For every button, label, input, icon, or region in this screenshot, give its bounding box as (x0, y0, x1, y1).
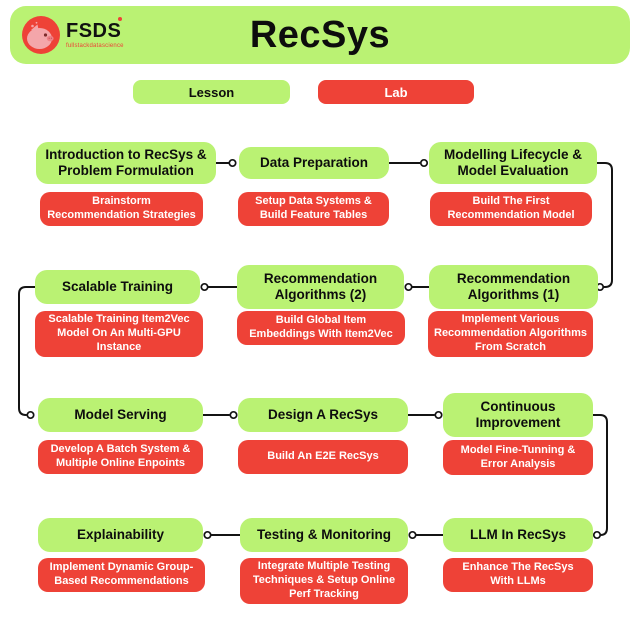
lab-node: Setup Data Systems & Build Feature Table… (238, 192, 389, 226)
connector-endpoint-dot (408, 530, 417, 540)
connector-endpoint-dot (434, 410, 443, 420)
lab-node: Implement Various Recommendation Algorit… (428, 311, 593, 357)
fsds-logo: FSDS fullstackdatascience (22, 16, 124, 54)
lesson-node: Recommendation Algorithms (1) (429, 265, 598, 309)
connector-edge (18, 286, 35, 416)
lab-node: Scalable Training Item2Vec Model On An M… (35, 311, 203, 357)
lab-node: Build An E2E RecSys (238, 440, 408, 474)
connector-endpoint-dot (419, 158, 429, 168)
logo-accent-dot (117, 17, 122, 21)
lesson-node: Model Serving (38, 398, 203, 432)
lab-node: Brainstorm Recommendation Strategies (40, 192, 203, 226)
connector-endpoint-dot (26, 410, 35, 420)
legend-lab-chip: Lab (318, 80, 474, 104)
lab-node: Model Fine-Tunning & Error Analysis (443, 440, 593, 475)
lesson-node: Recommendation Algorithms (2) (237, 265, 404, 309)
header-banner: FSDS fullstackdatascience RecSys (10, 6, 630, 64)
connector-endpoint-dot (203, 530, 212, 540)
lab-node: Build The First Recommendation Model (430, 192, 592, 226)
connector-endpoint-dot (404, 282, 413, 292)
logo-abbr: FSDS (66, 20, 122, 42)
lab-node: Enhance The RecSys With LLMs (443, 558, 593, 592)
lesson-node: Testing & Monitoring (240, 518, 408, 552)
connector-endpoint-dot (200, 282, 209, 292)
lesson-node: LLM In RecSys (443, 518, 593, 552)
pig-logo-icon (22, 16, 60, 54)
legend-lesson-chip: Lesson (133, 80, 290, 104)
connector-edge (597, 162, 613, 288)
lab-node: Implement Dynamic Group-Based Recommenda… (38, 558, 205, 592)
connector-edge (593, 414, 608, 536)
lesson-node: Continuous Improvement (443, 393, 593, 437)
connector-endpoint-dot (228, 158, 237, 168)
lesson-node: Design A RecSys (238, 398, 408, 432)
logo-subtitle: fullstackdatascience (66, 43, 124, 49)
lab-node: Build Global Item Embeddings With Item2V… (237, 311, 405, 345)
lesson-node: Scalable Training (35, 270, 200, 304)
lab-node: Integrate Multiple Testing Techniques & … (240, 558, 408, 604)
lesson-node: Data Preparation (239, 147, 389, 179)
logo-text: FSDS fullstackdatascience (66, 17, 124, 49)
connector-endpoint-dot (229, 410, 238, 420)
lesson-node: Explainability (38, 518, 203, 552)
lesson-node: Modelling Lifecycle & Model Evaluation (429, 142, 597, 184)
lesson-node: Introduction to RecSys & Problem Formula… (36, 142, 216, 184)
page-title: RecSys (249, 13, 391, 56)
lab-node: Develop A Batch System & Multiple Online… (38, 440, 203, 474)
connector-endpoint-dot (592, 530, 602, 540)
